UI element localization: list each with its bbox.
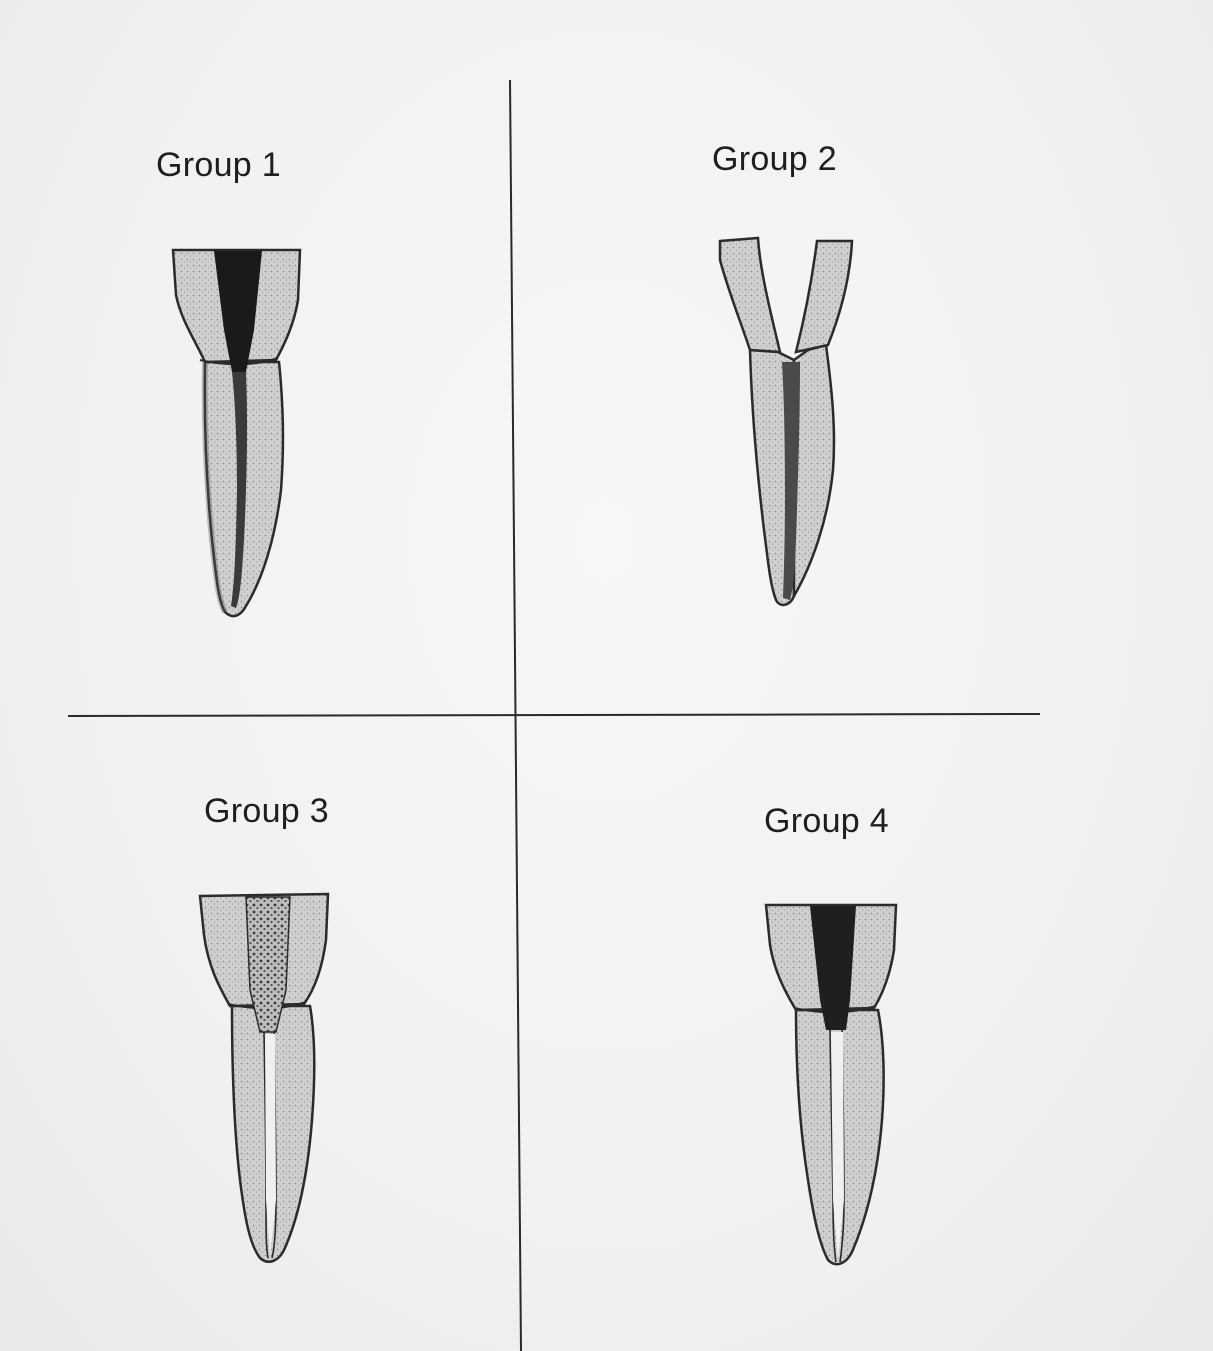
tooth-group-4 [766, 905, 896, 1264]
group-3-label: Group 3 [204, 792, 329, 831]
tooth-group-1 [173, 250, 300, 616]
tooth-group-2 [720, 238, 852, 605]
group-1-label: Group 1 [156, 146, 281, 185]
group-2-label: Group 2 [712, 140, 837, 179]
tooth-group-3 [200, 894, 328, 1262]
group-4-label: Group 4 [764, 802, 889, 841]
horizontal-divider [68, 714, 1040, 716]
